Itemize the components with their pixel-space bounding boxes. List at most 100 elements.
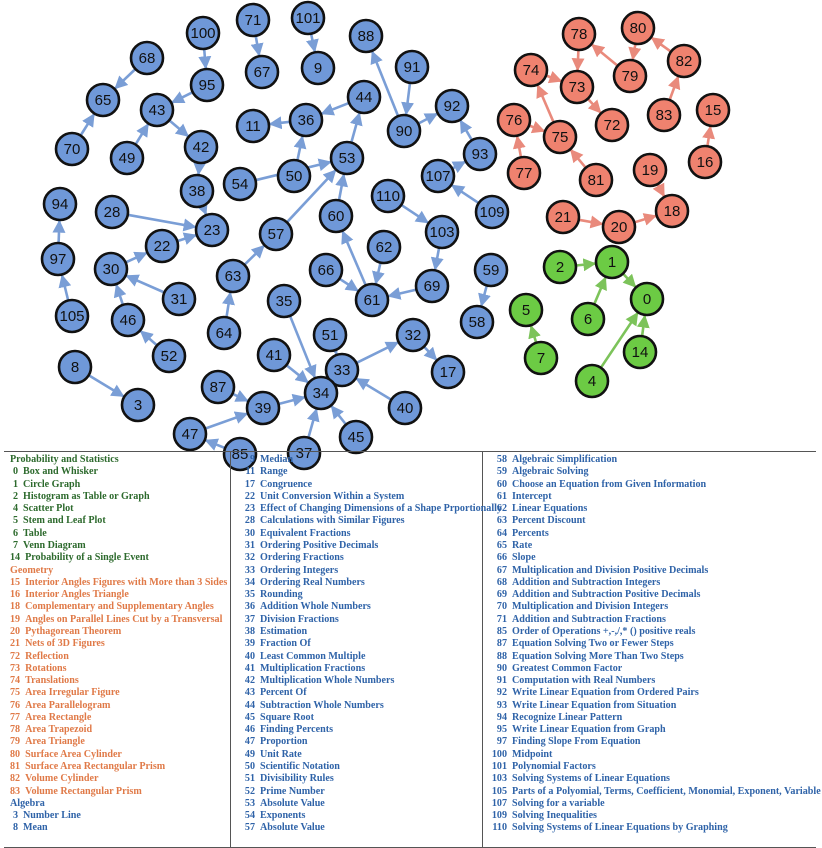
node-circle (601, 209, 637, 245)
node-37: 37 (286, 435, 322, 471)
legend-item-id: 8 (12, 822, 18, 834)
node-38: 38 (179, 173, 215, 209)
edge-16-to-15 (702, 125, 716, 147)
legend-item-id: 76 (10, 699, 21, 711)
node-110: 110 (370, 178, 406, 214)
legend-item-label: Finding Percents (260, 724, 333, 736)
node-45: 45 (338, 419, 374, 455)
legend-item-id: 43 (244, 687, 255, 699)
node-62: 62 (366, 229, 402, 265)
node-label: 15 (705, 102, 722, 119)
legend-item-label: Division Fractions (260, 613, 339, 625)
node-77: 77 (506, 155, 542, 191)
edge-1-to-0 (622, 272, 637, 288)
node-49: 49 (109, 140, 145, 176)
node-label: 30 (103, 261, 120, 278)
node-circle (290, 0, 326, 36)
node-label: 21 (555, 209, 572, 226)
node-18: 18 (654, 193, 690, 229)
node-label: 22 (154, 238, 171, 255)
legend-item-label: Slope (512, 552, 536, 564)
legend-item-label: Ordering Real Numbers (260, 576, 365, 588)
node-87: 87 (200, 369, 236, 405)
node-label: 39 (255, 400, 272, 417)
node-circle (666, 43, 702, 79)
legend-item-id: 32 (244, 552, 255, 564)
node-circle (40, 241, 76, 277)
legend-item-id: 101 (491, 761, 507, 773)
node-label: 103 (429, 224, 454, 241)
edge-79-to-78 (591, 43, 619, 67)
node-circle (646, 97, 682, 133)
edge-20-to-18 (633, 213, 657, 226)
node-label: 43 (149, 102, 166, 119)
node-circle (506, 155, 542, 191)
edge-21-to-20 (578, 215, 604, 229)
node-23: 23 (194, 212, 230, 248)
legend-item-label: Write Linear Equation from Ordered Pairs (512, 687, 699, 699)
legend-item-id: 9 (249, 454, 255, 465)
node-5: 5 (508, 292, 544, 328)
legend-item-label: Write Linear Equation from Situation (512, 699, 677, 711)
node-76: 76 (496, 102, 532, 138)
node-circle (57, 349, 93, 385)
node-51: 51 (312, 317, 348, 353)
legend-item-label: Equation Solving Two or Fewer Steps (512, 638, 674, 650)
legend-item-label: Fraction Of (260, 638, 311, 650)
node-80: 80 (620, 10, 656, 46)
node-label: 34 (313, 385, 330, 402)
node-19: 19 (632, 152, 668, 188)
legend-item-id: 42 (244, 675, 255, 687)
node-label: 76 (506, 112, 523, 129)
node-circle (266, 283, 302, 319)
node-circle (222, 166, 258, 202)
node-circle (395, 317, 431, 353)
node-69: 69 (414, 268, 450, 304)
legend-item-id: 57 (244, 822, 255, 834)
node-circle (235, 108, 271, 144)
node-circle (235, 2, 271, 38)
node-28: 28 (94, 194, 130, 230)
node-label: 66 (318, 262, 335, 279)
edge-73-to-72 (586, 97, 602, 114)
node-circle (286, 435, 322, 471)
node-label: 31 (171, 291, 188, 308)
edge-62-to-61 (372, 262, 385, 285)
node-label: 57 (268, 226, 285, 243)
node-circle (434, 88, 470, 124)
legend-item-label: Least Common Multiple (260, 650, 366, 662)
legend-item-id: 62 (496, 503, 507, 515)
node-label: 11 (245, 118, 261, 135)
legend-item-id: 54 (244, 810, 255, 822)
node-95: 95 (189, 67, 225, 103)
legend-item-id: 46 (244, 724, 255, 736)
legend-item-label: Stem and Leaf Plot (23, 515, 106, 527)
legend-item-label: Addition and Subtraction Integers (512, 576, 661, 588)
legend-item-label: Rotations (25, 662, 67, 674)
node-label: 63 (225, 268, 242, 285)
legend-item-id: 47 (244, 736, 255, 748)
legend-item-label: Write Linear Equation from Graph (512, 724, 666, 736)
node-circle (222, 436, 258, 472)
node-circle (632, 152, 668, 188)
node-6: 6 (570, 301, 606, 337)
node-label: 6 (584, 311, 592, 328)
legend-item-id: 59 (496, 466, 507, 478)
edge-101-to-9 (305, 33, 319, 53)
node-label: 100 (190, 25, 215, 42)
